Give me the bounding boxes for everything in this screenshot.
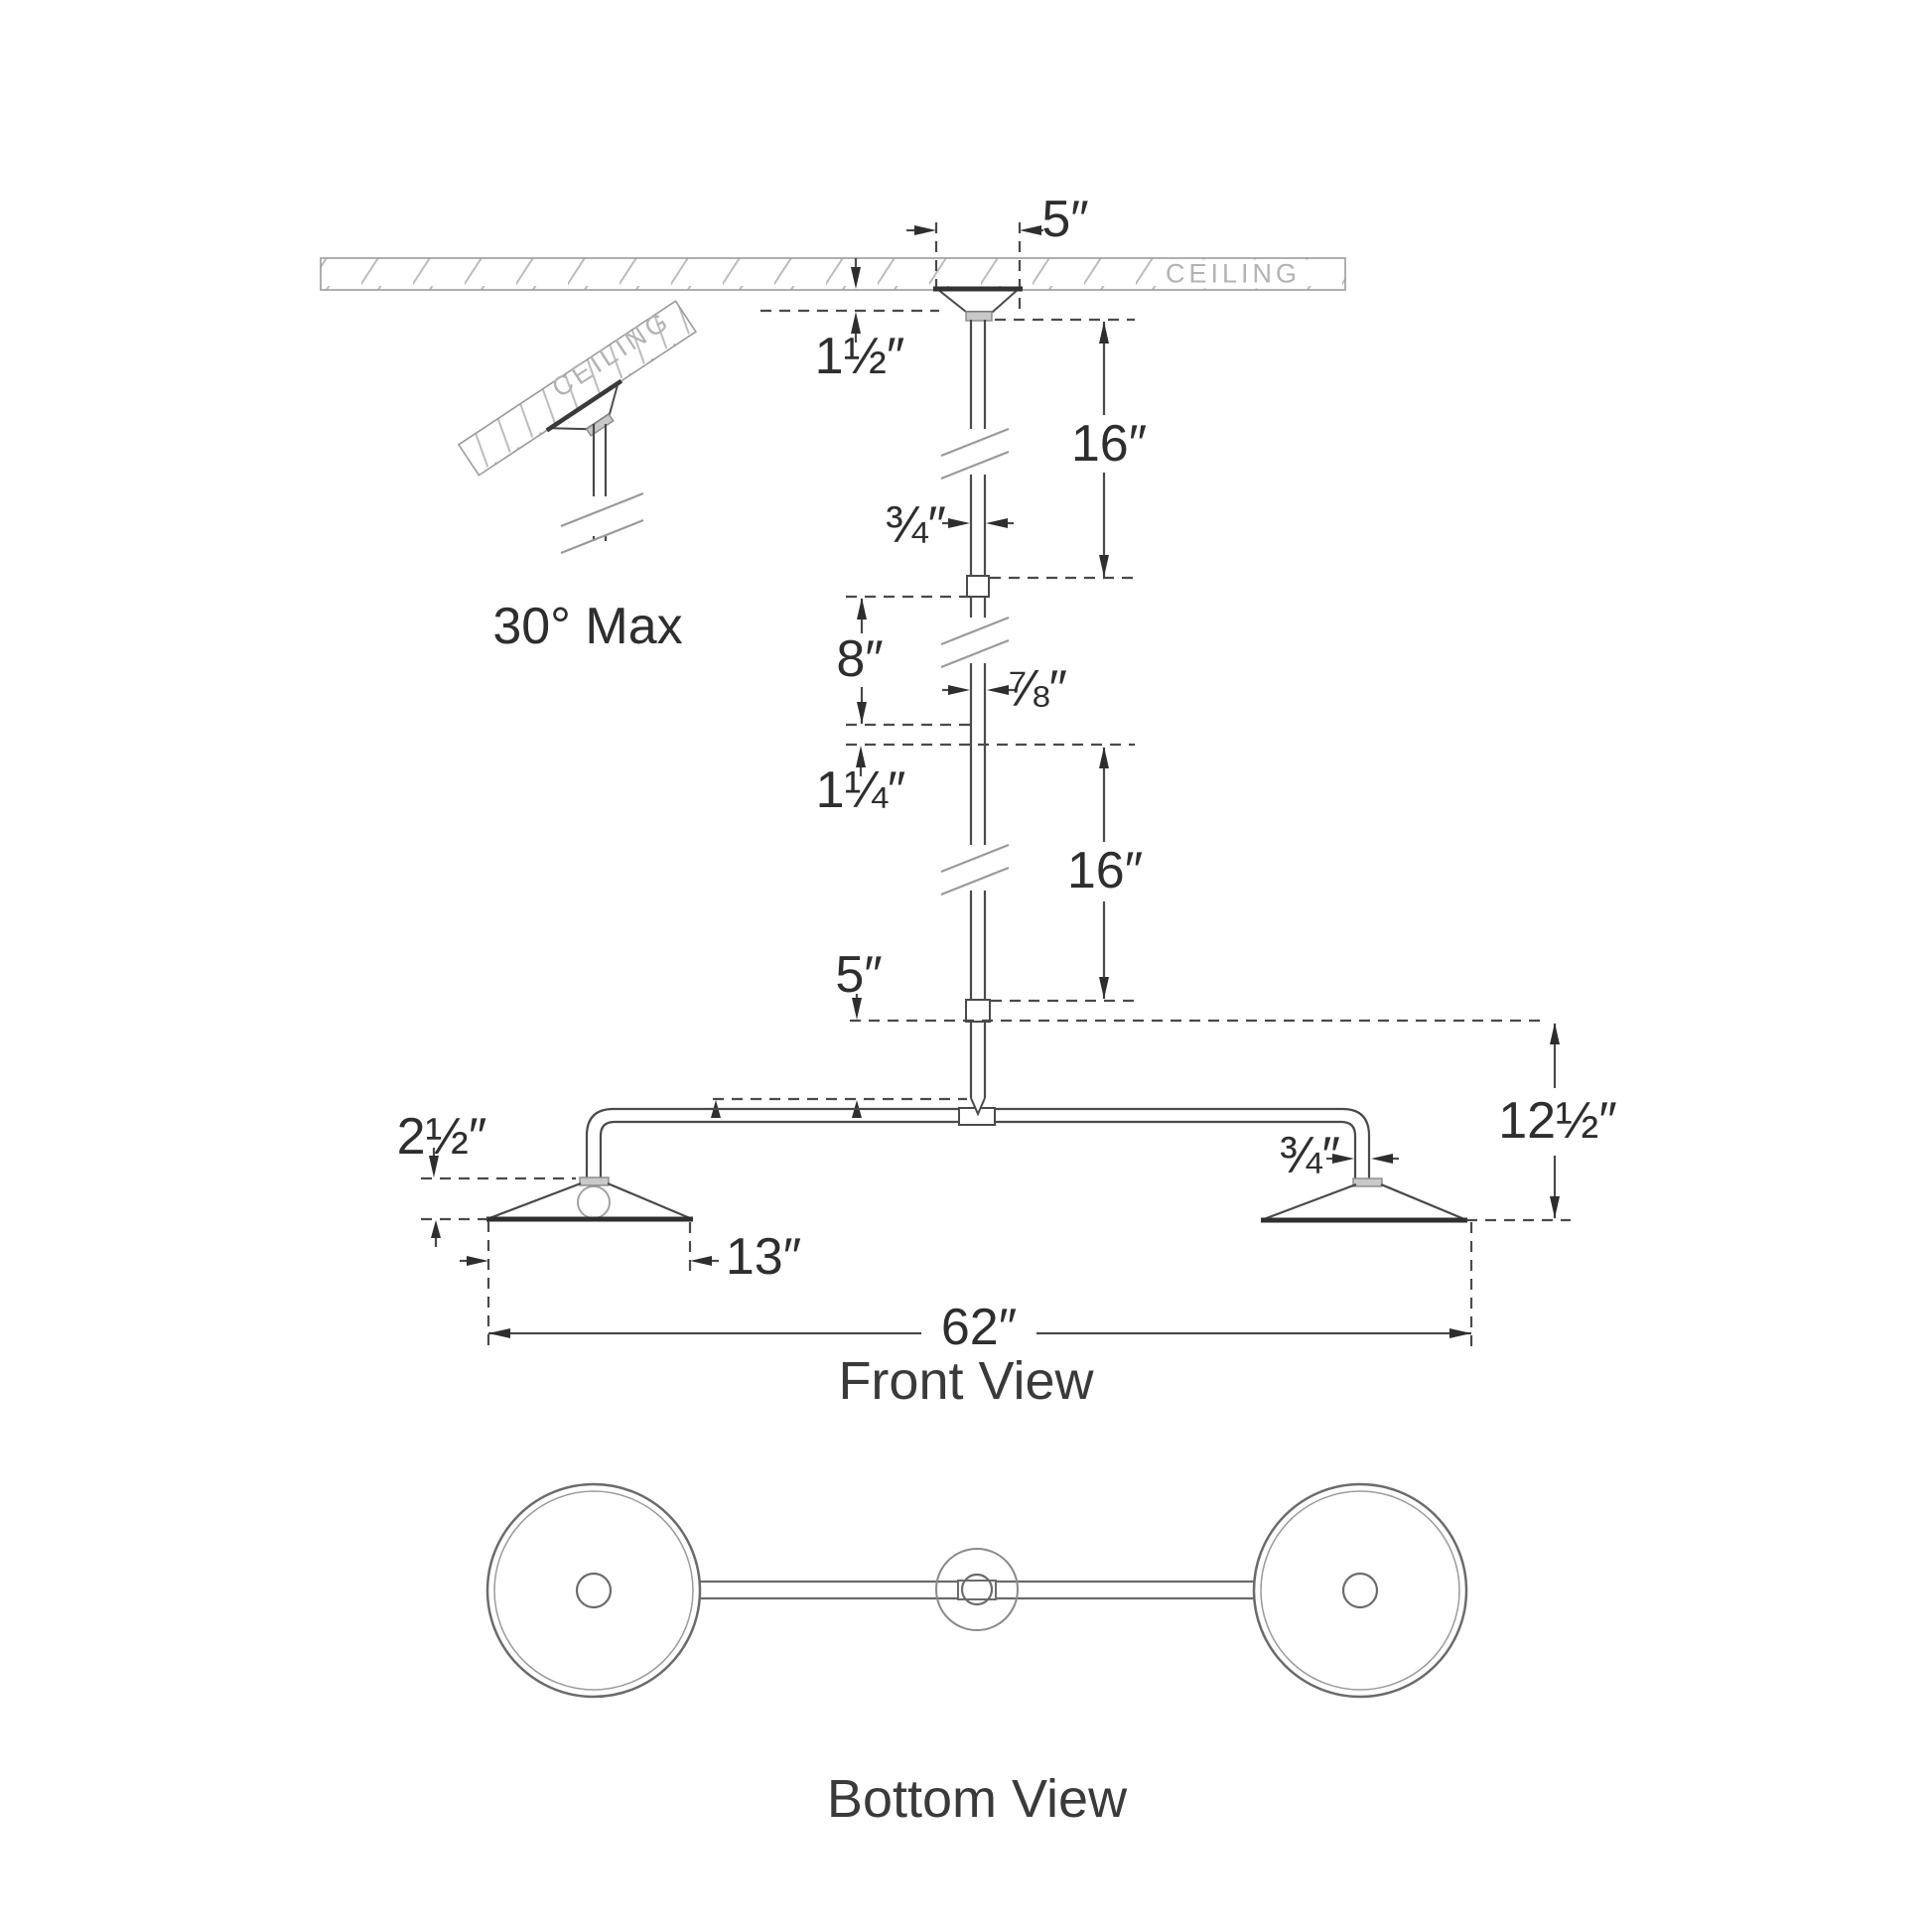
dim-label-stem-mid: 8″ bbox=[836, 630, 884, 688]
dim-label-stem-lower-diameter: ⅞″ bbox=[1006, 660, 1067, 718]
stem-coupler bbox=[965, 999, 991, 1023]
dim-stem-upper-diameter bbox=[942, 518, 1014, 528]
dim-label-stem-lower: 16″ bbox=[1066, 842, 1144, 899]
bottom-socket-left bbox=[575, 1572, 613, 1609]
stem-joint bbox=[966, 575, 990, 598]
ceiling-label: CEILING bbox=[1158, 259, 1309, 289]
dim-canopy-offset bbox=[760, 258, 939, 343]
dim-label-stem-bottom: 5″ bbox=[835, 946, 883, 1004]
max-tilt-label: 30° Max bbox=[492, 598, 683, 655]
stem-break-marks bbox=[940, 427, 1010, 897]
shade-left bbox=[486, 1176, 693, 1222]
bottom-socket-right bbox=[1341, 1572, 1379, 1609]
dim-label-drop-height: 12½″ bbox=[1498, 1092, 1617, 1150]
dim-shade-diameter bbox=[460, 1221, 719, 1352]
dim-stem-mid bbox=[846, 595, 970, 727]
bottom-hub bbox=[935, 1548, 1019, 1631]
dim-label-canopy-offset: 1½″ bbox=[814, 328, 905, 385]
dim-overall-width bbox=[488, 1222, 1473, 1352]
bottom-view bbox=[485, 1482, 1468, 1699]
sloped-ceiling-inset bbox=[457, 300, 698, 555]
bottom-view-title: Bottom View bbox=[826, 1769, 1128, 1829]
dim-label-overall-width: 62″ bbox=[940, 1299, 1018, 1356]
dim-label-arm-drop-diameter: ¾″ bbox=[1279, 1127, 1340, 1184]
dim-label-canopy-width: 5″ bbox=[1041, 191, 1089, 248]
dim-label-stem-upper-diameter: ¾″ bbox=[885, 496, 946, 554]
stem-arm-connector bbox=[970, 1097, 986, 1117]
dim-coupler bbox=[846, 743, 1135, 776]
front-view-title: Front View bbox=[838, 1351, 1094, 1411]
dim-stem-upper bbox=[990, 318, 1135, 580]
bulb bbox=[577, 1185, 611, 1219]
dim-shade-height bbox=[421, 1148, 576, 1247]
dim-drop-height bbox=[1466, 1023, 1571, 1222]
shade-right bbox=[1261, 1177, 1467, 1223]
dim-label-coupler: 1¼″ bbox=[815, 761, 906, 819]
dim-label-stem-upper: 16″ bbox=[1070, 415, 1148, 473]
dim-arm-drop-diameter bbox=[1326, 1154, 1399, 1164]
canopy bbox=[933, 286, 1023, 322]
dim-stem-lower bbox=[991, 747, 1135, 1003]
dim-canopy-width bbox=[906, 222, 1043, 316]
dim-label-shade-height: 2½″ bbox=[396, 1108, 487, 1166]
dim-stem-bottom bbox=[850, 994, 1542, 1023]
break-mark bbox=[560, 491, 644, 528]
dim-stem-lower-diameter bbox=[942, 685, 1015, 695]
dim-label-shade-diameter: 13″ bbox=[725, 1228, 802, 1286]
